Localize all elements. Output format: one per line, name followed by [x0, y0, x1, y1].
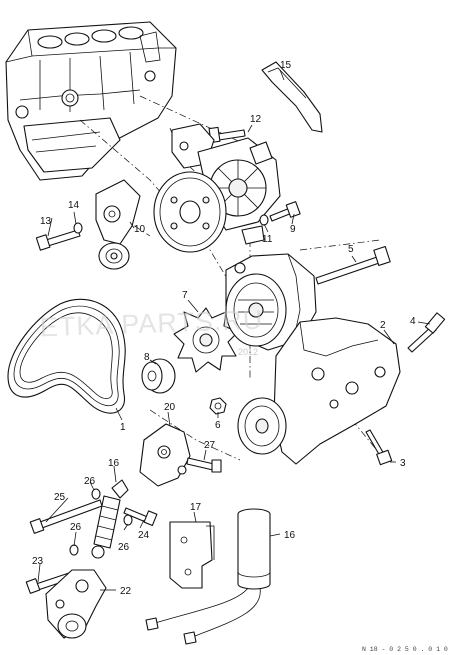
nut-6 [209, 397, 227, 415]
callout-20: 16 [108, 458, 120, 469]
bolt-9 [259, 201, 301, 226]
bolt-25 [29, 499, 103, 534]
callout-17: 17 [190, 502, 202, 513]
tensioner-bracket-22 [139, 423, 191, 487]
bolt-4 [407, 312, 446, 353]
alternator-fan [173, 307, 239, 373]
washer-26-upper [91, 488, 101, 500]
bolt-27 [186, 457, 222, 473]
v-ribbed-belt [7, 298, 126, 414]
callout-9: 9 [290, 224, 296, 235]
alternator-bracket [237, 317, 401, 465]
callout-21: 22 [120, 586, 132, 597]
callout-24: 24 [138, 530, 150, 541]
callout-16: 16 [284, 530, 296, 541]
belt-damper [91, 479, 129, 559]
bolt-13 [35, 229, 81, 251]
callout-11: 11 [262, 234, 273, 245]
callout-13: 13 [40, 216, 52, 227]
callout-26-middle: 26 [118, 542, 130, 553]
callout-7: 7 [182, 290, 188, 301]
drawing-code: N 18 - 0 2 5 0 . 0 1 0 [362, 646, 448, 653]
washer-14 [73, 222, 83, 234]
mounting-bracket-17 [169, 521, 215, 589]
washer-26-lower [69, 544, 79, 556]
callout-3: 3 [400, 458, 406, 469]
callout-22: 20 [164, 402, 176, 413]
callout-23: 23 [32, 556, 44, 567]
bolt-3 [365, 429, 393, 466]
callout-26-upper: 26 [84, 476, 96, 487]
callout-6: 6 [215, 420, 221, 431]
suppressor-16 [145, 508, 271, 645]
tensioner-21-roller [57, 613, 87, 639]
callout-27: 27 [204, 440, 216, 451]
tensioner-bracket [95, 179, 141, 270]
watermark-year: 2012 [238, 347, 258, 357]
bolt-24 [123, 507, 158, 526]
cylinder-bores [37, 26, 144, 49]
callout-26-lower: 26 [70, 522, 82, 533]
tensioner-roller [98, 242, 130, 270]
callout-25: 25 [54, 492, 66, 503]
callout-leaders [37, 69, 431, 591]
callout-5: 5 [348, 244, 354, 255]
callout-numbers: 15 12 9 11 10 14 13 5 7 8 1 6 2 4 3 20 2… [32, 60, 416, 597]
engine-block [5, 21, 177, 181]
callout-10: 10 [134, 224, 146, 235]
tensioner-21 [45, 569, 107, 639]
callout-14: 14 [68, 200, 80, 211]
callout-12: 12 [250, 114, 262, 125]
idler-roller-8 [141, 358, 176, 394]
callout-4: 4 [410, 316, 416, 327]
callout-1: 1 [120, 422, 126, 433]
bracket-pulley [237, 397, 287, 455]
power-steering-pump [153, 123, 281, 253]
belt-guard [261, 61, 323, 133]
washer-26-middle [123, 514, 133, 526]
callout-8: 8 [144, 352, 150, 363]
bolt-5 [315, 245, 391, 285]
alternator [225, 253, 317, 351]
callout-2: 2 [380, 320, 386, 331]
callout-15: 15 [280, 60, 292, 71]
pump-pulley [153, 171, 227, 253]
